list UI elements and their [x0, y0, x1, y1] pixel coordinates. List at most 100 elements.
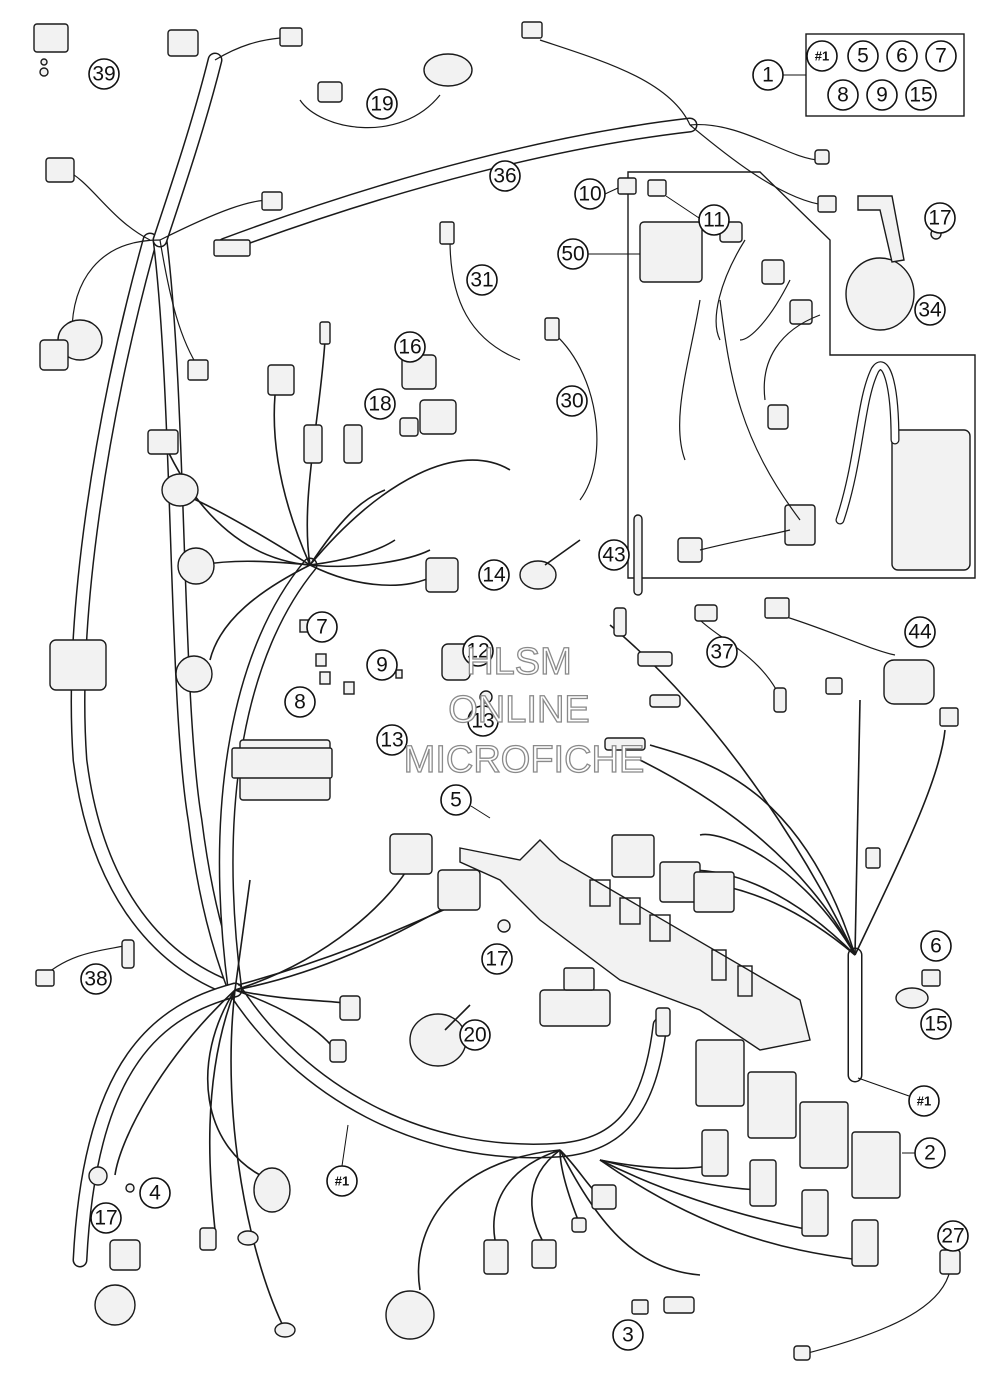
callout-4: 4 [139, 1177, 171, 1209]
callout-6: 6 [920, 930, 952, 962]
svg-text:6: 6 [896, 45, 908, 68]
callout-11: 11 [698, 204, 730, 236]
callout-13: 13 [376, 724, 408, 756]
svg-text:44: 44 [908, 621, 932, 644]
bracket [459, 839, 811, 1051]
callouts: 39 19 1 36 10 11 17 50 31 34 16 18 30 43… [80, 58, 969, 1351]
svg-text:11: 11 [703, 209, 725, 232]
svg-text:38: 38 [84, 968, 107, 991]
callout-34: 34 [914, 294, 946, 326]
svg-text:3: 3 [622, 1324, 634, 1347]
svg-text:18: 18 [368, 393, 391, 416]
callout-43: 43 [598, 539, 630, 571]
svg-text:17: 17 [928, 207, 951, 230]
svg-text:9: 9 [376, 654, 388, 677]
svg-text:6: 6 [930, 935, 942, 958]
svg-text:34: 34 [918, 299, 942, 322]
svg-text:12: 12 [466, 640, 489, 663]
svg-text:13: 13 [471, 710, 494, 733]
svg-text:15: 15 [909, 84, 932, 107]
svg-text:16: 16 [398, 336, 421, 359]
callout-17: 17 [924, 202, 956, 234]
callout-17: 17 [481, 943, 513, 975]
callout-1: 1 [752, 59, 784, 91]
kit-box-item: 7 [925, 40, 957, 72]
callout-50: 50 [557, 238, 589, 270]
main-harness [70, 52, 863, 1268]
svg-text:31: 31 [470, 269, 493, 292]
callout-5: 5 [440, 784, 472, 816]
kit-box-item: 15 [905, 79, 937, 111]
svg-text:50: 50 [561, 243, 584, 266]
small-parts [33, 23, 941, 1193]
svg-text:17: 17 [485, 948, 508, 971]
callout-8: 8 [284, 686, 316, 718]
callout-12: 12 [462, 635, 494, 667]
svg-text:30: 30 [560, 390, 583, 413]
connectors [35, 21, 961, 1361]
svg-text:8: 8 [837, 84, 849, 107]
svg-text:37: 37 [710, 641, 733, 664]
svg-text:#1: #1 [335, 1174, 349, 1189]
kit-box-title: #1 [806, 40, 838, 72]
svg-text:1: 1 [762, 64, 774, 87]
callout-3: 3 [612, 1319, 644, 1351]
callout-37: 37 [706, 636, 738, 668]
kit-box-item: 9 [866, 79, 898, 111]
relays [695, 1039, 901, 1199]
svg-text:5: 5 [450, 789, 462, 812]
svg-text:MICROFICHE: MICROFICHE [404, 739, 645, 781]
svg-text:7: 7 [935, 45, 947, 68]
svg-text:20: 20 [463, 1024, 486, 1047]
callout-10: 10 [574, 178, 606, 210]
callout-17: 17 [90, 1202, 122, 1234]
svg-text:2: 2 [924, 1142, 936, 1165]
svg-text:43: 43 [602, 544, 625, 567]
kit-subframe [617, 171, 976, 579]
svg-text:14: 14 [482, 564, 506, 587]
callout-44: 44 [904, 616, 936, 648]
svg-text:10: 10 [578, 183, 601, 206]
svg-text:#1: #1 [917, 1094, 931, 1109]
svg-text:9: 9 [876, 84, 888, 107]
svg-text:15: 15 [924, 1013, 947, 1036]
svg-text:39: 39 [92, 63, 115, 86]
svg-text:HLSM: HLSM [466, 641, 572, 683]
svg-text:17: 17 [94, 1207, 117, 1230]
svg-text:5: 5 [857, 45, 869, 68]
callout-14: 14 [478, 559, 510, 591]
fuse-holder [231, 747, 611, 1027]
svg-text:#1: #1 [815, 49, 829, 64]
kit-box: #1 5 6 7 8 9 15 [805, 33, 965, 117]
callout-7: 7 [306, 611, 338, 643]
svg-text:4: 4 [149, 1182, 161, 1205]
callout-16: 16 [394, 331, 426, 363]
watermark: HLSM ONLINE MICROFICHE [403, 640, 645, 781]
callout-39: 39 [88, 58, 120, 90]
callout-13: 13 [467, 705, 499, 737]
callout-18: 18 [364, 388, 396, 420]
callout-15: 15 [920, 1008, 952, 1040]
svg-text:27: 27 [941, 1225, 964, 1248]
callout-19: 19 [366, 88, 398, 120]
kit-box-item: 5 [847, 40, 879, 72]
callout-2: 2 [914, 1137, 946, 1169]
svg-text:19: 19 [370, 93, 393, 116]
callout-20: 20 [459, 1019, 491, 1051]
callout-38: 38 [80, 963, 112, 995]
kit-box-item: 8 [827, 79, 859, 111]
callout-30: 30 [556, 385, 588, 417]
callout-27: 27 [937, 1220, 969, 1252]
callout-hash1: #1 [908, 1085, 940, 1117]
svg-text:ONLINE: ONLINE [448, 689, 589, 731]
callout-36: 36 [489, 160, 521, 192]
svg-text:36: 36 [493, 165, 516, 188]
kit-box-item: 6 [886, 40, 918, 72]
callout-31: 31 [466, 264, 498, 296]
svg-text:7: 7 [316, 616, 328, 639]
callout-hash1: #1 [326, 1165, 358, 1197]
svg-text:13: 13 [380, 729, 403, 752]
svg-text:8: 8 [294, 691, 306, 714]
callout-9: 9 [366, 649, 398, 681]
